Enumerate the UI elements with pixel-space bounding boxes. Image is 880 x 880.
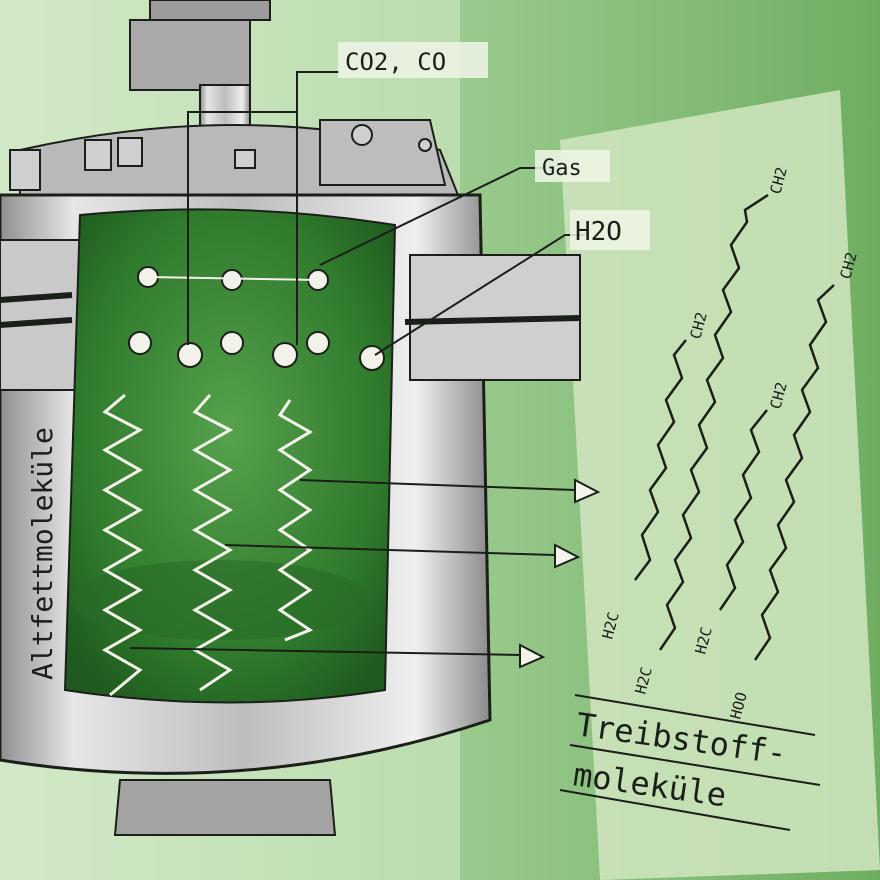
oil-chain-2 (191, 394, 234, 692)
oil-chain-1 (101, 393, 144, 697)
altfett-label: Altfettmoleküle (26, 427, 59, 680)
fuel-chain-3 (718, 409, 768, 611)
gas-label: Gas (542, 156, 582, 181)
fuel-chain-1 (634, 339, 687, 581)
reactor-lid (9, 119, 462, 201)
fuel-chain-4 (753, 284, 835, 661)
fuel-panel (560, 90, 880, 880)
fuel-chain-2 (658, 193, 769, 651)
co2-co-label: CO2, CO (345, 48, 446, 76)
oil-molecules (101, 393, 314, 697)
fuel-molecule-chains (634, 193, 835, 661)
oil-chain-3 (277, 399, 314, 642)
water-label: H2O (575, 217, 622, 247)
product-arrows (129, 478, 601, 669)
